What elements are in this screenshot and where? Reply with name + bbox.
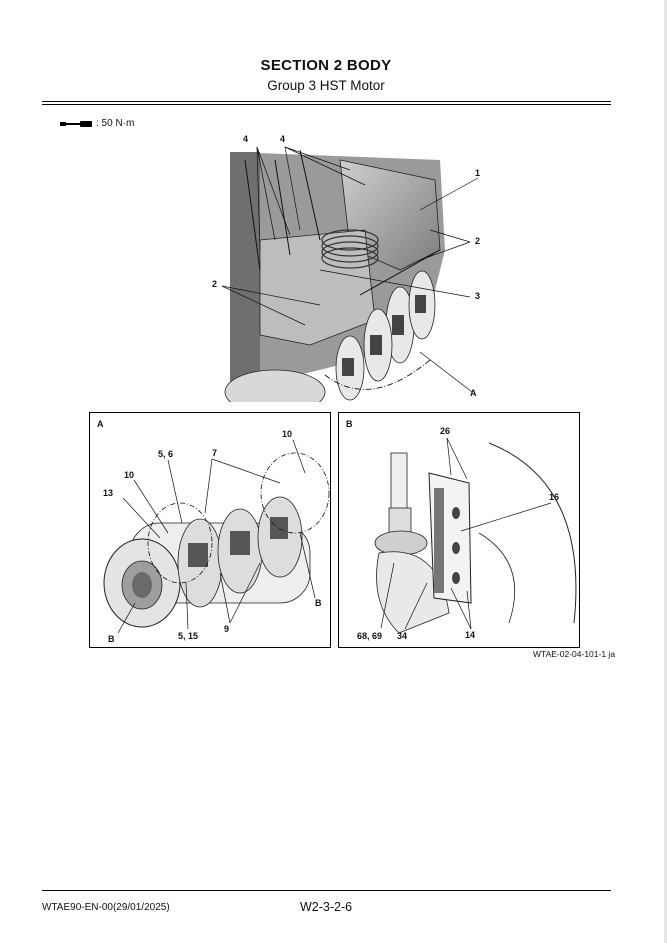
detail-b-title: B xyxy=(346,419,353,429)
footer-page-number: W2-3-2-6 xyxy=(300,900,353,914)
torque-note: : 50 N·m xyxy=(60,118,134,129)
hst-motor-drawing xyxy=(221,146,479,415)
callout-1: 1 xyxy=(475,168,481,178)
callout-2-left: 2 xyxy=(212,279,218,289)
main-illustration: 4 4 1 2 2 3 A xyxy=(200,130,500,415)
torque-wrench-icon xyxy=(60,120,92,127)
torque-value: : 50 N·m xyxy=(96,118,135,129)
footer-doc-id: WTAE90-EN-00(29/01/2025) xyxy=(42,902,170,913)
detail-b-panel: B 26 16 68, 69 34 14 xyxy=(338,412,580,648)
callout-b-68-69: 68, 69 xyxy=(357,631,383,641)
callout-2-right: 2 xyxy=(475,236,481,246)
callout-a-5-15: 5, 15 xyxy=(178,631,199,641)
callout-A: A xyxy=(470,388,477,398)
callout-a-10-left: 10 xyxy=(124,470,135,480)
callout-a-5-6: 5, 6 xyxy=(158,449,174,459)
figure-reference: WTAE-02-04-101-1 ja xyxy=(533,649,616,659)
callout-a-9: 9 xyxy=(224,624,230,634)
detail-b-drawing xyxy=(374,437,577,634)
callout-b-26: 26 xyxy=(440,426,451,436)
callout-4-left: 4 xyxy=(243,134,249,144)
group-title: Group 3 HST Motor xyxy=(267,78,385,93)
callout-3: 3 xyxy=(475,291,481,301)
callout-a-7: 7 xyxy=(212,448,218,458)
section-title: SECTION 2 BODY xyxy=(260,57,392,74)
detail-a-drawing xyxy=(103,439,330,634)
header-rule-bottom xyxy=(42,104,611,105)
page-edge xyxy=(664,0,667,943)
callout-a-B-right: B xyxy=(315,598,322,608)
detail-a-panel: A 10 5, 6 7 10 13 B B 9 5, 15 xyxy=(89,412,331,648)
header-rule-top xyxy=(42,101,611,102)
detail-a-title: A xyxy=(97,419,104,429)
footer-rule xyxy=(42,890,611,891)
callout-4-right: 4 xyxy=(280,134,286,144)
callout-b-34: 34 xyxy=(397,631,408,641)
callout-a-13: 13 xyxy=(103,488,114,498)
callout-a-B-left: B xyxy=(108,634,115,644)
callout-a-10-top: 10 xyxy=(282,429,293,439)
callout-b-16: 16 xyxy=(549,492,560,502)
callout-b-14: 14 xyxy=(465,630,476,640)
